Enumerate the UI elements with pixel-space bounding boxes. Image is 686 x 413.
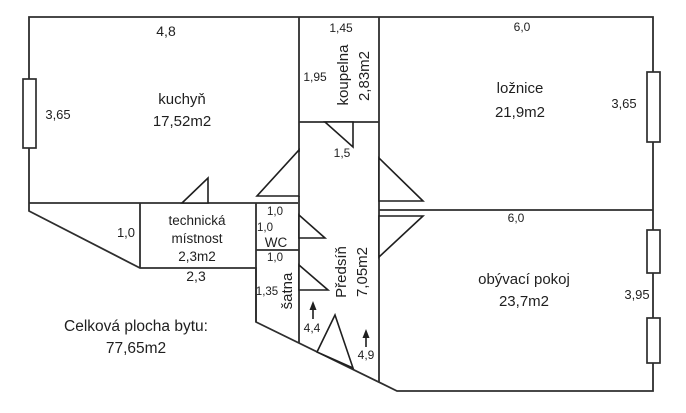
hallway-area: 7,05m2 bbox=[354, 247, 371, 297]
dim-wc-bottom: 1,0 bbox=[267, 252, 283, 264]
dim-technical-left: 1,0 bbox=[117, 225, 135, 240]
dim-bathroom-left: 1,95 bbox=[303, 70, 327, 84]
living-room-door-swing bbox=[378, 215, 426, 259]
dim-hallway-lower: 4,9 bbox=[358, 348, 375, 362]
bathroom-door-swing bbox=[322, 121, 354, 149]
dim-kitchen-top: 4,8 bbox=[156, 23, 176, 39]
technical-room-door-swing bbox=[180, 176, 209, 204]
living-room-area: 23,7m2 bbox=[499, 293, 549, 310]
dim-bedroom-right: 3,65 bbox=[611, 96, 636, 111]
kitchen-door-swing bbox=[255, 147, 300, 197]
dim-kitchen-left: 3,65 bbox=[45, 107, 70, 122]
entrance-door-swing bbox=[315, 312, 355, 370]
dim-bathroom-door: 1,5 bbox=[334, 146, 351, 160]
technical-room-name-line1: technická bbox=[168, 213, 226, 228]
dim-living-top: 6,0 bbox=[508, 211, 525, 225]
bedroom-door-swing bbox=[378, 156, 425, 202]
bathroom-area: 2,83m2 bbox=[356, 51, 373, 101]
kitchen-name: kuchyň bbox=[158, 91, 206, 108]
living-room-window-upper-symbol bbox=[646, 229, 661, 274]
bedroom-area: 21,9m2 bbox=[495, 104, 545, 121]
kitchen-window-symbol bbox=[22, 78, 37, 149]
hallway-name: Předsíň bbox=[333, 246, 350, 298]
living-room-window-lower-symbol bbox=[646, 317, 661, 364]
closet-door-swing bbox=[298, 263, 331, 291]
dim-hallway-upper: 4,4 bbox=[304, 321, 321, 335]
kitchen-area: 17,52m2 bbox=[153, 113, 211, 130]
total-area-label: Celková plocha bytu: bbox=[64, 318, 208, 335]
windows bbox=[22, 71, 661, 364]
bathroom-name: koupelna bbox=[335, 44, 352, 106]
dim-bedroom-top: 6,0 bbox=[514, 20, 531, 34]
dim-bathroom-top: 1,45 bbox=[329, 21, 353, 35]
bedroom-name: ložnice bbox=[497, 80, 544, 97]
wc-door-swing bbox=[298, 213, 328, 239]
dim-wc-top: 1,0 bbox=[267, 206, 283, 218]
living-room-name: obývací pokoj bbox=[478, 271, 570, 288]
hallway-upper-arrowhead-icon bbox=[309, 301, 317, 310]
labels: 4,8 kuchyň 17,52m2 3,65 1,45 1,95 koupel… bbox=[45, 20, 649, 362]
dim-wc-left: 1,0 bbox=[257, 222, 273, 234]
dim-technical-bottom: 2,3 bbox=[186, 268, 206, 284]
dimension-arrows bbox=[309, 301, 370, 347]
bedroom-window-symbol bbox=[646, 71, 661, 143]
closet-name: šatna bbox=[279, 272, 296, 309]
dim-closet-left: 1,35 bbox=[256, 286, 278, 298]
total-area-value: 77,65m2 bbox=[106, 340, 166, 357]
hallway-lower-arrowhead-icon bbox=[362, 329, 370, 338]
wc-name: WC bbox=[265, 235, 288, 250]
technical-room-area: 2,3m2 bbox=[178, 249, 216, 264]
dim-living-right: 3,95 bbox=[624, 287, 649, 302]
doors bbox=[180, 121, 426, 370]
technical-room-name-line2: místnost bbox=[171, 231, 222, 246]
